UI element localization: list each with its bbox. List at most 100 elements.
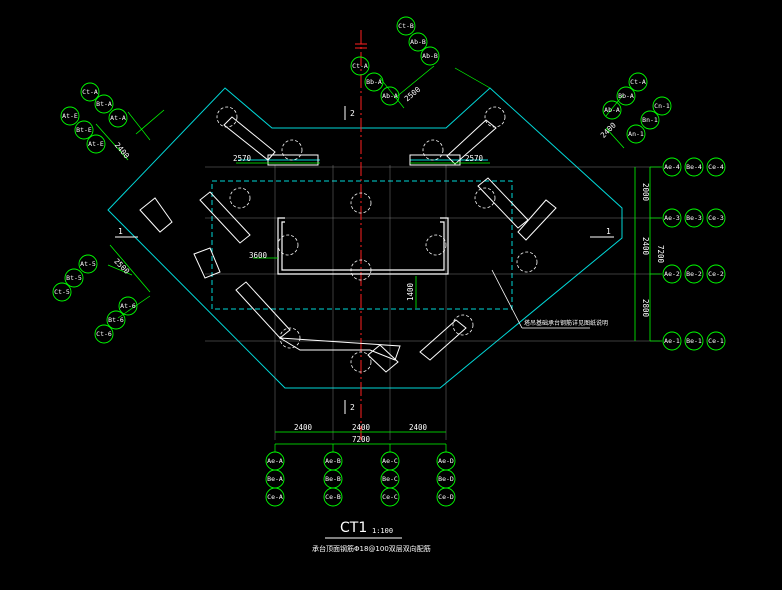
bubble-top-0: Ct-B bbox=[398, 22, 414, 30]
grid-lines bbox=[205, 165, 660, 440]
bubble-col3-2-circle bbox=[436, 487, 456, 507]
center-axis bbox=[355, 30, 367, 440]
dim-inner-v: 1400 bbox=[406, 282, 415, 301]
bubble-top-0-circle bbox=[396, 16, 416, 36]
bubble-col1-2-circle bbox=[323, 487, 343, 507]
title-block: CT1 1:100 承台顶面钢筋Φ18@100双层双向配筋 bbox=[312, 520, 431, 553]
bubble-row0-0-circle bbox=[662, 157, 682, 177]
bubble-topright-1-circle bbox=[616, 86, 636, 106]
section-mark-top: 2 bbox=[350, 109, 355, 118]
dim-right-3: 2800 bbox=[641, 299, 650, 318]
inner-dashed-outline bbox=[211, 180, 513, 310]
dim-bottom-3: 2400 bbox=[409, 423, 428, 432]
leader-note: 塔吊基础承台钢筋详见图纸说明 bbox=[524, 319, 608, 327]
bubble-leftbottom-2-circle bbox=[94, 324, 114, 344]
dim-diag-lower-left: 2500 bbox=[112, 257, 131, 276]
bubble-row3-1-circle bbox=[684, 331, 704, 351]
bubble-rightupper-0-circle bbox=[652, 96, 672, 116]
bubble-leftlower-0: At-5 bbox=[80, 260, 96, 268]
leader bbox=[491, 269, 590, 329]
bubble-row1-1: Be-3 bbox=[686, 214, 702, 222]
dim-right-2: 2400 bbox=[641, 237, 650, 256]
bubble-row1-2: Ce-3 bbox=[708, 214, 724, 222]
bubble-row2-2-circle bbox=[706, 264, 726, 284]
bubble-lefttop-1-circle bbox=[94, 94, 114, 114]
bubble-topmid-0-circle bbox=[350, 56, 370, 76]
diagonal-beams bbox=[139, 116, 557, 373]
bubble-row0-2: Ce-4 bbox=[708, 163, 724, 171]
bubble-lefttop-2: At-A bbox=[110, 114, 126, 122]
bubble-rightupper-0: Cn-1 bbox=[654, 102, 670, 110]
bubble-rightupper-2: An-1 bbox=[628, 130, 644, 138]
bubble-lefttop-2-circle bbox=[108, 108, 128, 128]
dim-bottom-1: 2400 bbox=[294, 423, 313, 432]
bubble-topmid-2: Ab-A bbox=[382, 92, 398, 100]
dim-top-left: 2570 bbox=[233, 154, 252, 163]
cap-outline bbox=[107, 87, 623, 389]
bubble-row0-2-circle bbox=[706, 157, 726, 177]
dim-inner-h: 3600 bbox=[249, 251, 268, 260]
bubble-topright-1: Bb-A bbox=[618, 92, 634, 100]
bubble-top-1: Ab-B bbox=[410, 38, 426, 46]
bubble-top-1-circle bbox=[408, 32, 428, 52]
section-mark-left: 1 bbox=[118, 227, 123, 236]
bubble-col1-1: Be-B bbox=[325, 475, 341, 483]
bubble-top-2-circle bbox=[420, 46, 440, 66]
section-mark-right: 1 bbox=[606, 227, 611, 236]
bubble-lefttop-1: Bt-A bbox=[96, 100, 112, 108]
bubble-row2-1: Be-2 bbox=[686, 270, 702, 278]
bubble-leftmid-1-circle bbox=[74, 120, 94, 140]
bubble-leftlower-1: Bt-5 bbox=[66, 274, 82, 282]
bubble-col0-1: Be-A bbox=[267, 475, 283, 483]
dimension-texts: 2400 2400 2400 7200 2570 2570 2000 2400 … bbox=[112, 85, 665, 444]
bubble-leftmid-0-circle bbox=[60, 106, 80, 126]
bubble-col2-2: Ce-C bbox=[382, 493, 398, 501]
bubble-col2-0: Ae-C bbox=[382, 457, 398, 465]
bubble-row2-1-circle bbox=[684, 264, 704, 284]
dim-diag-left: 2400 bbox=[113, 141, 132, 161]
bubble-row0-0: Ae-4 bbox=[664, 163, 680, 171]
drawing-title: CT1 bbox=[340, 520, 367, 536]
bubble-rightupper-1: Bn-1 bbox=[642, 116, 658, 124]
bubble-leftmid-2: At-E bbox=[88, 140, 104, 148]
bubble-col1-2: Ce-B bbox=[325, 493, 341, 501]
bubble-leftmid-0: At-E bbox=[62, 112, 78, 120]
bubble-topright-0-circle bbox=[628, 72, 648, 92]
bubble-top-2: Ab-B bbox=[422, 52, 438, 60]
dim-diag-upper-mid: 2500 bbox=[403, 85, 423, 104]
bubble-topright-2: Ab-A bbox=[604, 106, 620, 114]
bubble-leaders bbox=[107, 67, 662, 452]
bubble-row1-2-circle bbox=[706, 208, 726, 228]
dim-top-right: 2570 bbox=[465, 154, 484, 163]
bubble-row3-2: Ce-1 bbox=[708, 337, 724, 345]
dim-right-total: 7200 bbox=[656, 245, 665, 264]
bubble-row1-1-circle bbox=[684, 208, 704, 228]
bubble-topmid-1-circle bbox=[364, 72, 384, 92]
section-marks bbox=[115, 106, 614, 414]
dim-diag-right: 2400 bbox=[599, 120, 618, 139]
bubble-row0-1-circle bbox=[684, 157, 704, 177]
bubble-leftlower-0-circle bbox=[78, 254, 98, 274]
section-mark-bottom: 2 bbox=[350, 403, 355, 412]
bubble-topmid-1: Bb-A bbox=[366, 78, 382, 86]
bubble-leftmid-1: Bt-E bbox=[76, 126, 92, 134]
bubble-col0-2: Ce-A bbox=[267, 493, 283, 501]
bubble-col3-2: Ce-D bbox=[438, 493, 454, 501]
dim-bottom-total: 7200 bbox=[352, 435, 371, 444]
bubble-leftbottom-2: Ct-6 bbox=[96, 330, 112, 338]
bubble-topright-2-circle bbox=[602, 100, 622, 120]
bubble-topright-0: Ct-A bbox=[630, 78, 646, 86]
bubble-col0-0: Ae-A bbox=[267, 457, 283, 465]
bubble-col2-1: Be-C bbox=[382, 475, 398, 483]
bubble-rightupper-1-circle bbox=[640, 110, 660, 130]
drawing-note: 承台顶面钢筋Φ18@100双层双向配筋 bbox=[312, 544, 431, 553]
bubble-row3-2-circle bbox=[706, 331, 726, 351]
bubble-leftbottom-0-circle bbox=[118, 296, 138, 316]
dim-bottom-2: 2400 bbox=[352, 423, 371, 432]
bubble-rightupper-2-circle bbox=[626, 124, 646, 144]
dim-right-1: 2000 bbox=[641, 183, 650, 202]
bubble-leftlower-1-circle bbox=[64, 268, 84, 288]
bubble-lefttop-0-circle bbox=[80, 82, 100, 102]
